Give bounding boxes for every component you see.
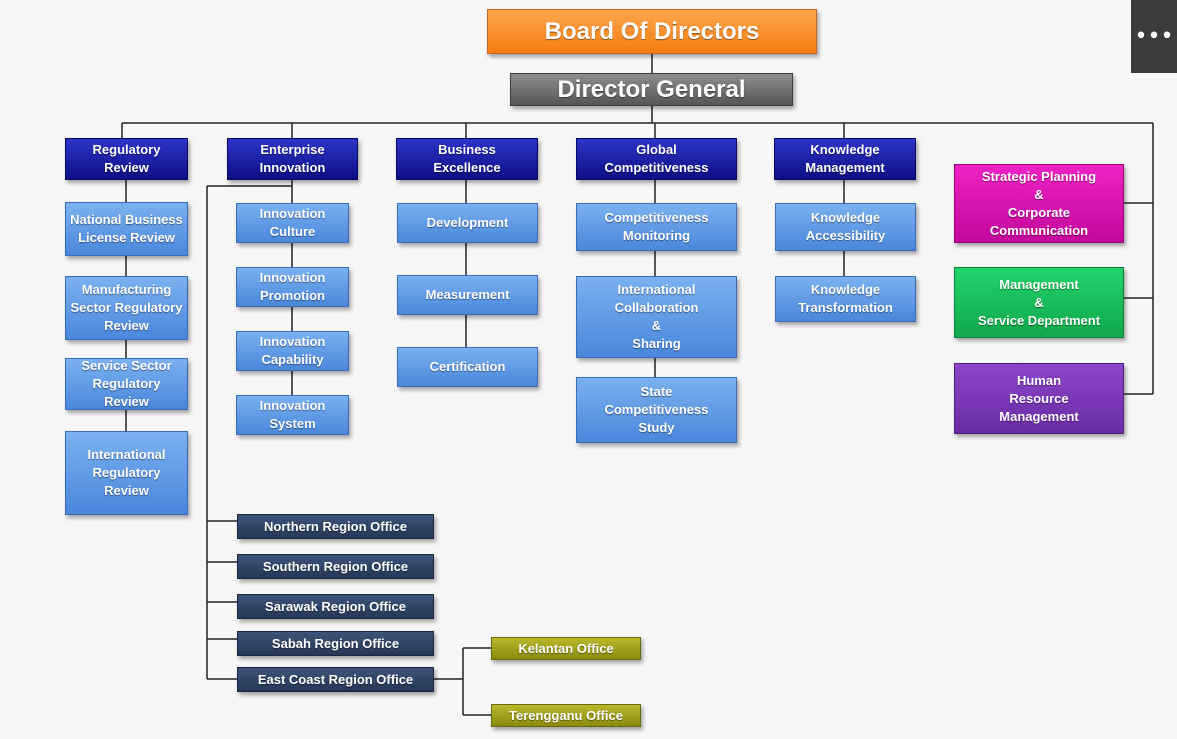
region-sabah-office: Sabah Region Office — [237, 631, 434, 656]
unit-knowledge-accessibility: Knowledge Accessibility — [775, 203, 916, 251]
unit-service-sector-regulatory-review: Service Sector Regulatory Review — [65, 358, 188, 410]
unit-international-collaboration-sharing: International Collaboration & Sharing — [576, 276, 737, 358]
unit-development: Development — [397, 203, 538, 243]
region-east-coast-office: East Coast Region Office — [237, 667, 434, 692]
region-sarawak-office: Sarawak Region Office — [237, 594, 434, 619]
unit-innovation-culture: Innovation Culture — [236, 203, 349, 243]
unit-certification: Certification — [397, 347, 538, 387]
region-northern-office: Northern Region Office — [237, 514, 434, 539]
unit-competitiveness-monitoring: Competitiveness Monitoring — [576, 203, 737, 251]
division-business-excellence: Business Excellence — [396, 138, 538, 180]
unit-innovation-capability: Innovation Capability — [236, 331, 349, 371]
more-horizontal-icon: ••• — [1134, 24, 1174, 49]
office-terengganu: Terengganu Office — [491, 704, 641, 727]
region-southern-office: Southern Region Office — [237, 554, 434, 579]
unit-state-competitiveness-study: State Competitiveness Study — [576, 377, 737, 443]
unit-manufacturing-sector-regulatory-review: Manufacturing Sector Regulatory Review — [65, 276, 188, 340]
unit-human-resource-management: Human Resource Management — [954, 363, 1124, 434]
unit-innovation-system: Innovation System — [236, 395, 349, 435]
more-options-button[interactable]: ••• — [1131, 0, 1177, 73]
unit-knowledge-transformation: Knowledge Transformation — [775, 276, 916, 322]
director-general: Director General — [510, 73, 793, 106]
division-enterprise-innovation: Enterprise Innovation — [227, 138, 358, 180]
unit-innovation-promotion: Innovation Promotion — [236, 267, 349, 307]
unit-management-service-department: Management & Service Department — [954, 267, 1124, 338]
unit-measurement: Measurement — [397, 275, 538, 315]
office-kelantan: Kelantan Office — [491, 637, 641, 660]
unit-international-regulatory-review: International Regulatory Review — [65, 431, 188, 515]
unit-national-business-license-review: National Business License Review — [65, 202, 188, 256]
division-regulatory-review: Regulatory Review — [65, 138, 188, 180]
board-of-directors: Board Of Directors — [487, 9, 817, 54]
division-knowledge-management: Knowledge Management — [774, 138, 916, 180]
unit-strategic-planning-corporate-communication: Strategic Planning & Corporate Communica… — [954, 164, 1124, 243]
division-global-competitiveness: Global Competitiveness — [576, 138, 737, 180]
